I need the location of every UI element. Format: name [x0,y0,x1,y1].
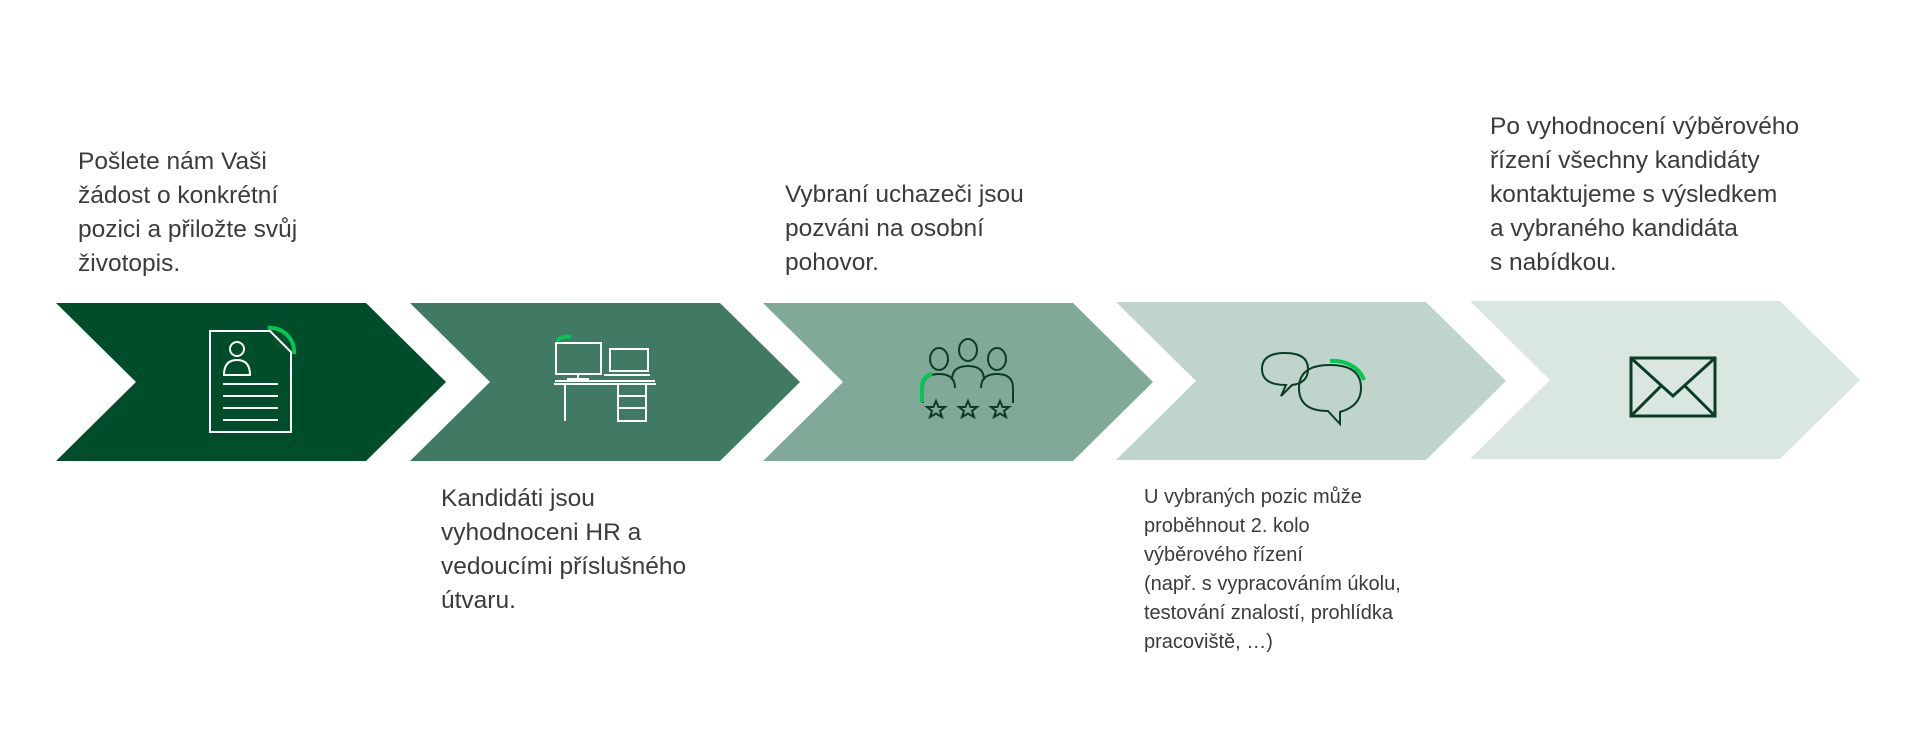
step-2-description: Kandidáti jsou vyhodnoceni HR a vedoucím… [441,485,687,614]
step-3-description: Vybraní uchazeči jsou pozváni na osobní … [785,181,1024,276]
chat-bubbles-icon [1260,351,1366,427]
cv-document-icon [209,325,297,433]
step-5-chevron [1470,301,1860,459]
step-5-description: Po vyhodnocení výběrového řízení všechny… [1490,113,1800,276]
step-1-description: Pošlete nám Vaši žádost o konkrétní pozi… [78,148,298,277]
step-4-description: U vybraných pozic může proběhnout 2. kol… [1144,486,1401,653]
step-3-chevron [763,303,1153,461]
step-1-chevron [56,303,446,461]
office-desk-icon [554,334,656,422]
rated-group-icon [920,338,1014,420]
envelope-icon [1629,356,1717,418]
step-4-chevron [1116,302,1506,460]
